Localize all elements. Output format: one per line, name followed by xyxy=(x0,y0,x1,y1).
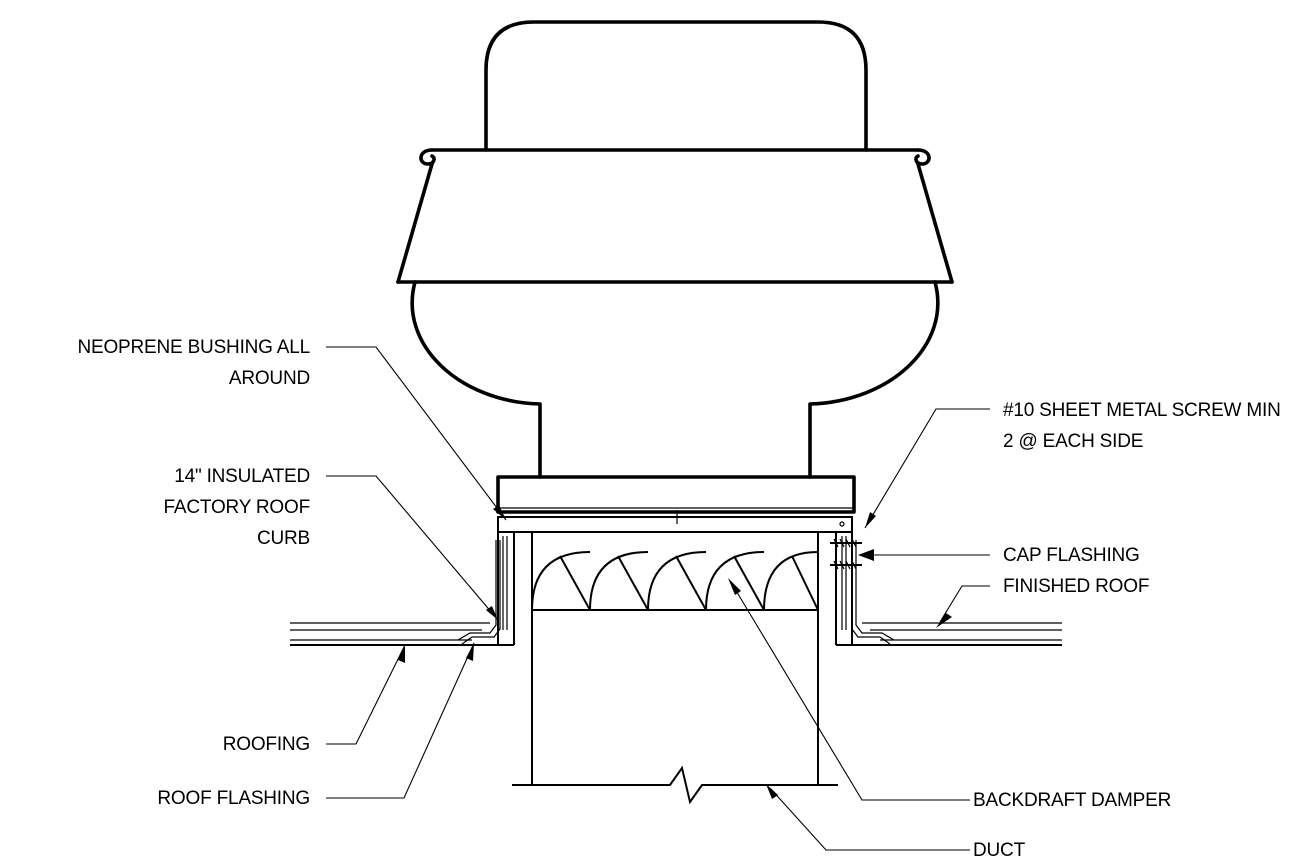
label-neoprene-1: NEOPRENE BUSHING ALL xyxy=(77,337,310,358)
label-finished-roof: FINISHED ROOF xyxy=(1003,576,1149,597)
label-neoprene-2: AROUND xyxy=(229,368,310,389)
label-roof-flashing: ROOF FLASHING xyxy=(157,788,310,809)
label-screw-1: #10 SHEET METAL SCREW MIN xyxy=(1003,400,1281,421)
backdraft-damper-blades xyxy=(531,551,819,611)
leader-cap-flashing xyxy=(858,549,990,561)
sheet-metal-screws xyxy=(830,538,862,570)
label-duct: DUCT xyxy=(973,840,1026,861)
roof-left xyxy=(290,540,514,646)
leader-finished-roof xyxy=(936,585,990,628)
leader-roof-flashing xyxy=(326,642,475,799)
label-backdraft-damper: BACKDRAFT DAMPER xyxy=(973,790,1171,811)
label-curb-3: CURB xyxy=(257,528,310,549)
fan-base-plate xyxy=(496,475,856,514)
fan-hood xyxy=(484,20,868,152)
callout-labels: NEOPRENE BUSHING ALL AROUND 14" INSULATE… xyxy=(77,337,1280,861)
roof-right xyxy=(836,540,1062,646)
leader-duct xyxy=(766,784,970,851)
leader-backdraft xyxy=(728,578,970,801)
duct xyxy=(512,532,838,805)
label-screw-2: 2 @ EACH SIDE xyxy=(1003,431,1143,452)
label-curb-2: FACTORY ROOF xyxy=(164,497,310,518)
label-curb-1: 14" INSULATED xyxy=(174,466,310,487)
fan-body xyxy=(396,148,954,479)
label-roofing: ROOFING xyxy=(223,734,310,755)
leader-neoprene xyxy=(326,346,507,521)
label-cap-flashing: CAP FLASHING xyxy=(1003,545,1140,566)
leader-screw xyxy=(864,408,990,529)
leader-curb xyxy=(326,475,499,621)
leader-roofing xyxy=(326,644,406,745)
roof-curb xyxy=(497,510,853,645)
